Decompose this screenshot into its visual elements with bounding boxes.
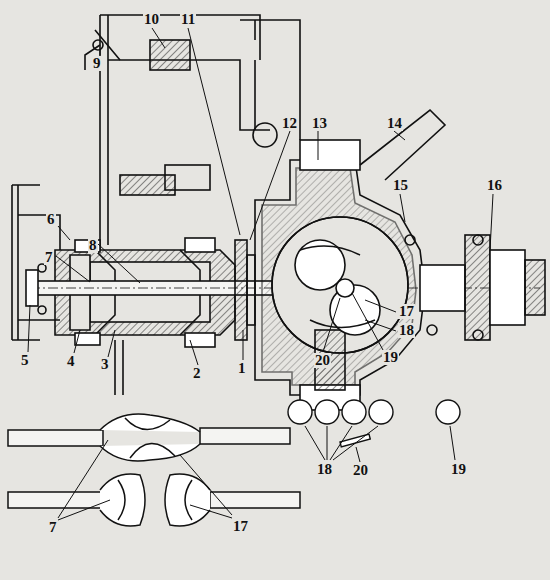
callout-number: 19 xyxy=(382,350,399,365)
callout-number: 13 xyxy=(311,116,328,131)
callout-number: 16 xyxy=(486,178,503,193)
callout-number: 4 xyxy=(66,354,76,369)
callout-number: 2 xyxy=(192,366,202,381)
callout-number: 20 xyxy=(352,463,369,478)
callout-number: 18 xyxy=(316,462,333,477)
callout-number: 18 xyxy=(398,323,415,338)
callout-number: 10 xyxy=(143,12,160,27)
callout-number: 7 xyxy=(44,250,54,265)
callout-number: 5 xyxy=(20,353,30,368)
callout-number: 14 xyxy=(386,116,403,131)
callout-number: 7 xyxy=(48,520,58,535)
callout-number: 12 xyxy=(281,116,298,131)
callout-number: 20 xyxy=(314,353,331,368)
callout-number: 3 xyxy=(100,357,110,372)
callout-number: 17 xyxy=(398,304,415,319)
callout-number: 15 xyxy=(392,178,409,193)
callout-number: 17 xyxy=(232,519,249,534)
callout-number: 1 xyxy=(237,361,247,376)
callout-number: 9 xyxy=(92,56,102,71)
callout-number: 8 xyxy=(88,238,98,253)
callout-number: 11 xyxy=(180,12,196,27)
callout-number: 19 xyxy=(450,462,467,477)
callout-number: 6 xyxy=(46,212,56,227)
